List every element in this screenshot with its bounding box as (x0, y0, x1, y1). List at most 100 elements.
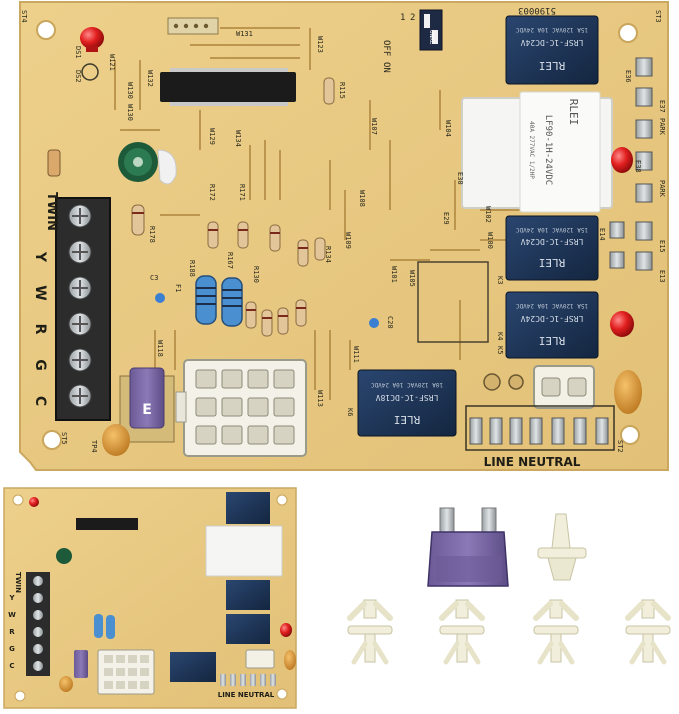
trace-lines (114, 27, 520, 400)
silk-label: W132 (146, 70, 154, 87)
blue-power-resistors (195, 275, 243, 327)
terminal-header-label: TWIN (44, 192, 59, 231)
silk-label: TP4 (90, 440, 98, 453)
main-relay-model: LF90-1H-24VDC (543, 115, 553, 185)
small-terminal-g: G (9, 645, 15, 653)
part-number: 5190003 (518, 5, 556, 15)
small-orange-capacitor (59, 676, 73, 692)
silk-label: W108 (358, 190, 366, 207)
terminal-label-y: Y (32, 251, 48, 263)
main-power-relay: RLEI LF90-1H-24VDC 40A 277VAC 1/2HP (461, 91, 613, 213)
small-blue-resistor (94, 614, 103, 638)
silk-label: E36 (624, 70, 632, 83)
silk-label: E37 (658, 100, 666, 113)
dip-label-on: ON (381, 62, 391, 73)
silk-label: E38 (634, 160, 642, 173)
silk-label: W134 (234, 130, 242, 147)
mounting-hole (14, 690, 26, 702)
relay-k2-model: LRSF-1C-DC24V (521, 38, 584, 47)
microcontroller-chip (160, 68, 296, 106)
silk-label: R172 (208, 184, 216, 201)
silk-label: R130 (252, 266, 260, 283)
mounting-hole (36, 20, 56, 40)
silk-label: ST4 (20, 10, 28, 23)
dip-switch-text: ONKE (428, 30, 435, 45)
silk-label: R134 (324, 246, 332, 263)
small-relay (170, 652, 216, 682)
main-relay-rating: 40A 277VAC 1/2HP (528, 121, 535, 179)
terminal-label-r: R (32, 324, 48, 335)
mounting-hole (620, 425, 640, 445)
silk-label: W101 (390, 266, 398, 283)
silk-label: E14 (598, 228, 606, 241)
relay-k6: RLEI LRSF-1C-DC18V 10A 120VAC 10A 24VDC (357, 369, 457, 437)
terminal-label-w: W (32, 285, 48, 300)
dip-label-off: OFF (381, 40, 391, 56)
small-orange-disc-capacitor (284, 650, 296, 670)
small-terminal-w: W (8, 611, 16, 619)
relay-k5-rating: 15A 120VAC 10A 24VDC (515, 302, 588, 309)
led-outline (81, 63, 99, 81)
silk-label: DS2 (74, 70, 82, 83)
small-terminal-c: C (9, 662, 14, 670)
silk-label: W100 (486, 232, 494, 249)
small-line-neutral-label: LINE NEUTRAL (218, 691, 275, 699)
red-led-indicator (80, 27, 104, 52)
silk-label: ST5 (60, 432, 68, 445)
small-fuse (74, 650, 88, 678)
mounting-hole (276, 494, 288, 506)
relay-k6-model: LRSF-1C-DC18V (376, 393, 439, 402)
relay-k5-model: LRSF-1C-DC24V (521, 314, 584, 323)
silk-label: PARK (658, 118, 666, 136)
main-control-board: TWIN Y W R G C (19, 1, 669, 471)
board-fuse: E (119, 367, 175, 443)
small-red-led (29, 497, 39, 507)
spare-automotive-fuse (427, 507, 509, 587)
silk-label: W123 (316, 36, 324, 53)
dip-label-1: 1 (400, 13, 405, 23)
silk-label: ST3 (654, 10, 662, 23)
electrolytic-capacitor (118, 142, 177, 185)
mounting-hole (12, 494, 24, 506)
silk-label: W130 (126, 82, 134, 99)
terminal-label-c: C (32, 396, 48, 406)
silk-label: R167 (226, 252, 234, 269)
spade-terminals-right (609, 57, 653, 271)
small-relay (226, 492, 270, 524)
relay-k2-brand: RLEI (539, 59, 566, 72)
silk-label: R115 (338, 82, 346, 99)
relay-k2-rating: 15A 120VAC 10A 24VDC (515, 26, 588, 33)
line-neutral-label: LINE NEUTRAL (484, 455, 581, 469)
silk-label: F1 (174, 284, 182, 292)
small-terminal-y: Y (8, 594, 15, 602)
terminal-label-g: G (32, 359, 48, 371)
relay-k2: RLEI LRSF-1C-DC24V 15A 120VAC 10A 24VDC (505, 15, 599, 85)
pcb-support-clip (439, 599, 485, 665)
diode (47, 149, 61, 177)
silk-label: W111 (352, 346, 360, 363)
silk-label: W104 (444, 120, 452, 137)
small-relay (226, 580, 270, 610)
component-outline-k4 (417, 261, 489, 343)
small-power-relay (205, 525, 283, 577)
dip-switch: ONKE OFF ON 1 2 (381, 9, 443, 73)
silk-label: W113 (316, 390, 324, 407)
relay-k6-brand: RLEI (394, 413, 421, 426)
silk-label: K4 (496, 332, 504, 340)
small-blue-resistor (106, 615, 115, 639)
silk-label: E29 (442, 212, 450, 225)
ceramic-capacitor (369, 318, 379, 328)
silk-label: E13 (658, 270, 666, 283)
snap-in-pcb-supports (347, 599, 671, 665)
relay-k3-model: LRSF-1C-DC24V (521, 237, 584, 246)
silk-label: R188 (188, 260, 196, 277)
secondary-board-view: TWIN Y W R G C LINE NEUTRAL (3, 487, 297, 709)
mounting-hole (276, 688, 288, 700)
silk-label: E30 (456, 172, 464, 185)
mounting-hole (618, 23, 638, 43)
relay-k6-rating: 10A 120VAC 10A 24VDC (370, 381, 443, 388)
pcb-support-clip (347, 599, 393, 665)
relay-k3-brand: RLEI (539, 256, 566, 269)
mounting-hole (42, 430, 62, 450)
silk-label: W107 (370, 118, 378, 135)
